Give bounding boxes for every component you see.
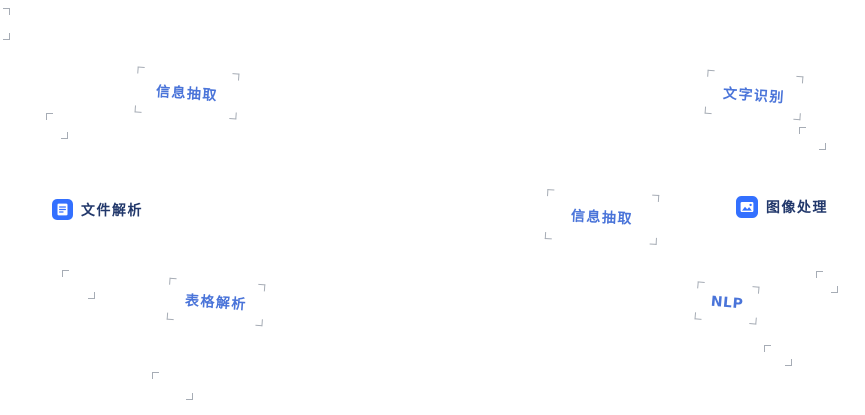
corner-bracket-icon: [61, 132, 68, 139]
corner-bracket-icon: [134, 105, 142, 113]
viewfinder-table-parse: 表格解析: [166, 277, 266, 327]
viewfinder-empty-midright: [816, 271, 838, 293]
corner-bracket-icon: [88, 292, 95, 299]
viewfinder-empty-bottomright: [764, 345, 792, 366]
corner-bracket-icon: [3, 33, 10, 40]
viewfinder-info-extraction-top: 信息抽取: [134, 66, 240, 120]
corner-bracket-icon: [751, 286, 760, 294]
feature-tag-image-processing: 图像处理: [736, 196, 828, 218]
corner-bracket-icon: [749, 317, 757, 325]
corner-bracket-icon: [704, 106, 713, 115]
viewfinder-nlp: NLP: [694, 281, 760, 325]
corner-bracket-icon: [651, 194, 660, 202]
corner-bracket-icon: [152, 372, 159, 379]
image-process-icon: [736, 196, 758, 218]
corner-bracket-icon: [785, 359, 792, 366]
corner-bracket-icon: [819, 143, 826, 150]
corner-bracket-icon: [707, 69, 715, 78]
document-parse-icon: [52, 199, 73, 220]
corner-bracket-icon: [232, 73, 240, 81]
floating-tag-info-extraction-top: 信息抽取: [155, 83, 219, 105]
corner-bracket-icon: [229, 112, 237, 120]
corner-bracket-icon: [46, 113, 53, 120]
corner-bracket-icon: [764, 345, 771, 352]
viewfinder-empty-topright: [799, 127, 826, 150]
viewfinder-empty-midleft: [62, 270, 95, 299]
corner-bracket-icon: [166, 312, 175, 321]
corner-bracket-icon: [544, 232, 553, 240]
corner-bracket-icon: [799, 127, 806, 134]
corner-bracket-icon: [255, 318, 263, 327]
floating-tag-text-recognition: 文字识别: [722, 85, 786, 107]
corner-bracket-icon: [257, 283, 266, 292]
corner-bracket-icon: [186, 393, 193, 400]
corner-bracket-icon: [697, 281, 705, 289]
floating-tag-info-extraction-mid: 信息抽取: [570, 208, 634, 228]
feature-tag-label-document-parse: 文件解析: [81, 202, 143, 219]
corner-bracket-icon: [694, 312, 703, 320]
viewfinder-empty-bottomleft: [152, 372, 193, 400]
corner-bracket-icon: [795, 75, 804, 84]
corner-bracket-icon: [816, 271, 823, 278]
corner-bracket-icon: [3, 8, 10, 15]
floating-tag-table-parse: 表格解析: [184, 292, 248, 314]
feature-tag-label-image-processing: 图像处理: [766, 200, 828, 216]
viewfinder-text-recognition: 文字识别: [704, 69, 804, 121]
corner-bracket-icon: [137, 66, 145, 74]
viewfinder-clipped-left: [0, 8, 10, 40]
viewfinder-info-extraction-mid: 信息抽取: [544, 189, 660, 245]
corner-bracket-icon: [169, 277, 177, 286]
viewfinder-empty-topleft: [46, 113, 68, 139]
feature-tag-document-parse: 文件解析: [52, 199, 143, 220]
corner-bracket-icon: [831, 286, 838, 293]
corner-bracket-icon: [649, 237, 657, 245]
corner-bracket-icon: [62, 270, 69, 277]
corner-bracket-icon: [793, 112, 801, 121]
floating-tag-nlp: NLP: [710, 293, 744, 313]
corner-bracket-icon: [547, 189, 555, 197]
